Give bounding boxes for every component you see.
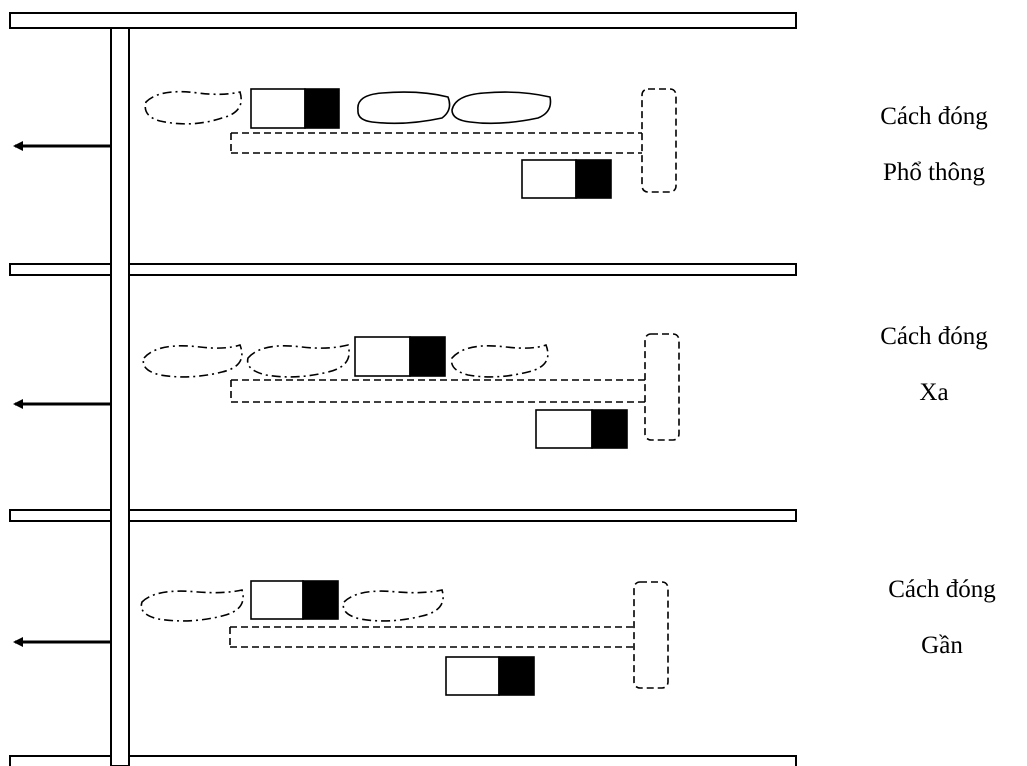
dashdot-blob xyxy=(140,589,244,622)
row-3-label-line2: Gần xyxy=(921,632,963,659)
block xyxy=(250,88,340,129)
vertical-post xyxy=(110,27,130,766)
dashed-post xyxy=(633,581,669,689)
dashdot-blob xyxy=(246,344,350,378)
row-2-label-line1: Cách đóng xyxy=(880,323,988,350)
row-1-label: Cách đóng Phổ thông xyxy=(849,89,1019,201)
dashed-beam xyxy=(229,626,634,648)
row-2-group xyxy=(142,333,680,449)
row-2-label: Cách đóng Xa xyxy=(849,309,1019,421)
row-2-label-line2: Xa xyxy=(919,379,949,406)
dashed-beam xyxy=(230,132,642,154)
dashed-beam xyxy=(230,379,645,403)
block xyxy=(535,409,628,449)
block xyxy=(521,159,612,199)
row-3-label: Cách đóng Gần xyxy=(857,562,1027,674)
solid-blob xyxy=(357,91,451,125)
block xyxy=(354,336,446,377)
row-3-group xyxy=(140,580,669,696)
dashed-post xyxy=(644,333,680,441)
row-1-label-line2: Phổ thông xyxy=(882,159,986,186)
horizontal-bar-1 xyxy=(9,12,797,29)
dashed-post xyxy=(641,88,677,193)
horizontal-bar-4 xyxy=(9,755,797,766)
dashdot-blob xyxy=(450,343,549,378)
row-1-label-line1: Cách đóng xyxy=(880,103,988,130)
block xyxy=(250,580,339,620)
block xyxy=(445,656,535,696)
row-3-label-line1: Cách đóng xyxy=(888,576,996,603)
dashdot-blob xyxy=(144,90,242,125)
row-1-group xyxy=(144,88,677,199)
horizontal-bar-2 xyxy=(9,263,797,276)
solid-blob xyxy=(451,91,552,125)
dashdot-blob xyxy=(342,589,444,622)
dashdot-blob xyxy=(142,343,243,378)
horizontal-bar-3 xyxy=(9,509,797,522)
